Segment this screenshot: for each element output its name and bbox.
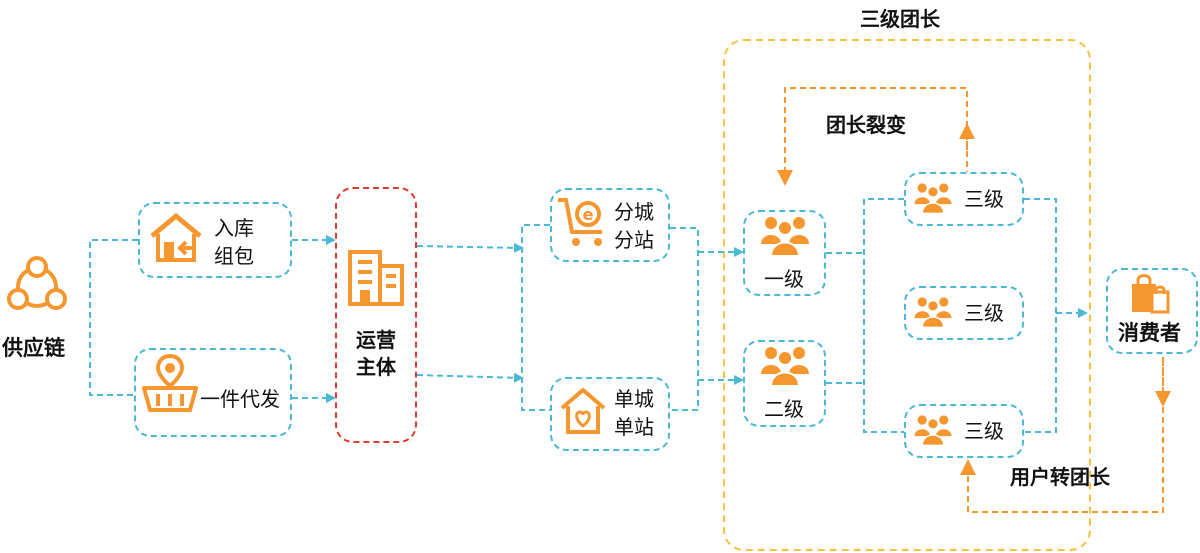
basket-icon	[140, 352, 200, 416]
building-icon	[346, 246, 406, 308]
heart-house-icon	[558, 386, 608, 438]
operator-label-1: 运营	[356, 327, 396, 353]
single-city-label-2: 单站	[614, 414, 654, 440]
leader-fission-label: 团长裂变	[826, 112, 906, 138]
user-to-leader-label: 用户转团长	[1010, 464, 1110, 490]
diagram-title: 三级团长	[860, 3, 940, 32]
single-city-label-1: 单城	[614, 386, 654, 412]
group-people-icon	[913, 179, 953, 217]
link-operator-multi-city	[417, 246, 522, 248]
level1-label: 一级	[764, 266, 804, 292]
consumer-label: 消费者	[1118, 320, 1181, 346]
link-third-right	[1024, 199, 1056, 432]
link-stations-bracket	[522, 225, 550, 410]
group-people-icon	[913, 411, 953, 449]
group-people-icon	[759, 214, 811, 258]
group-people-icon	[759, 344, 811, 388]
level3-label-middle: 三级	[964, 300, 1004, 326]
multi-city-label-1: 分城	[614, 199, 654, 225]
warehouse-label-1: 入库	[214, 215, 254, 241]
warehouse-label-2: 组包	[214, 243, 254, 269]
level3-label-bottom: 三级	[964, 418, 1004, 444]
svg-text:e: e	[583, 205, 594, 224]
group-people-icon	[913, 293, 953, 331]
multi-city-label-2: 分站	[614, 227, 654, 253]
operator-label-2: 主体	[356, 354, 396, 380]
level2-label: 二级	[764, 396, 804, 422]
link-third-bracket	[864, 199, 904, 432]
level3-label-top: 三级	[964, 186, 1004, 212]
link-operator-single-city	[417, 375, 522, 378]
supply-chain-label: 供应链	[2, 335, 65, 361]
link-supply-chain	[90, 240, 138, 395]
link-stations-right	[670, 228, 698, 410]
network-icon	[2, 253, 72, 315]
dropship-label: 一件代发	[200, 386, 280, 412]
warehouse-icon	[148, 210, 204, 266]
shopping-cart-icon: e	[556, 194, 610, 250]
shopping-bag-icon	[1130, 272, 1172, 316]
operator-node	[335, 187, 417, 443]
